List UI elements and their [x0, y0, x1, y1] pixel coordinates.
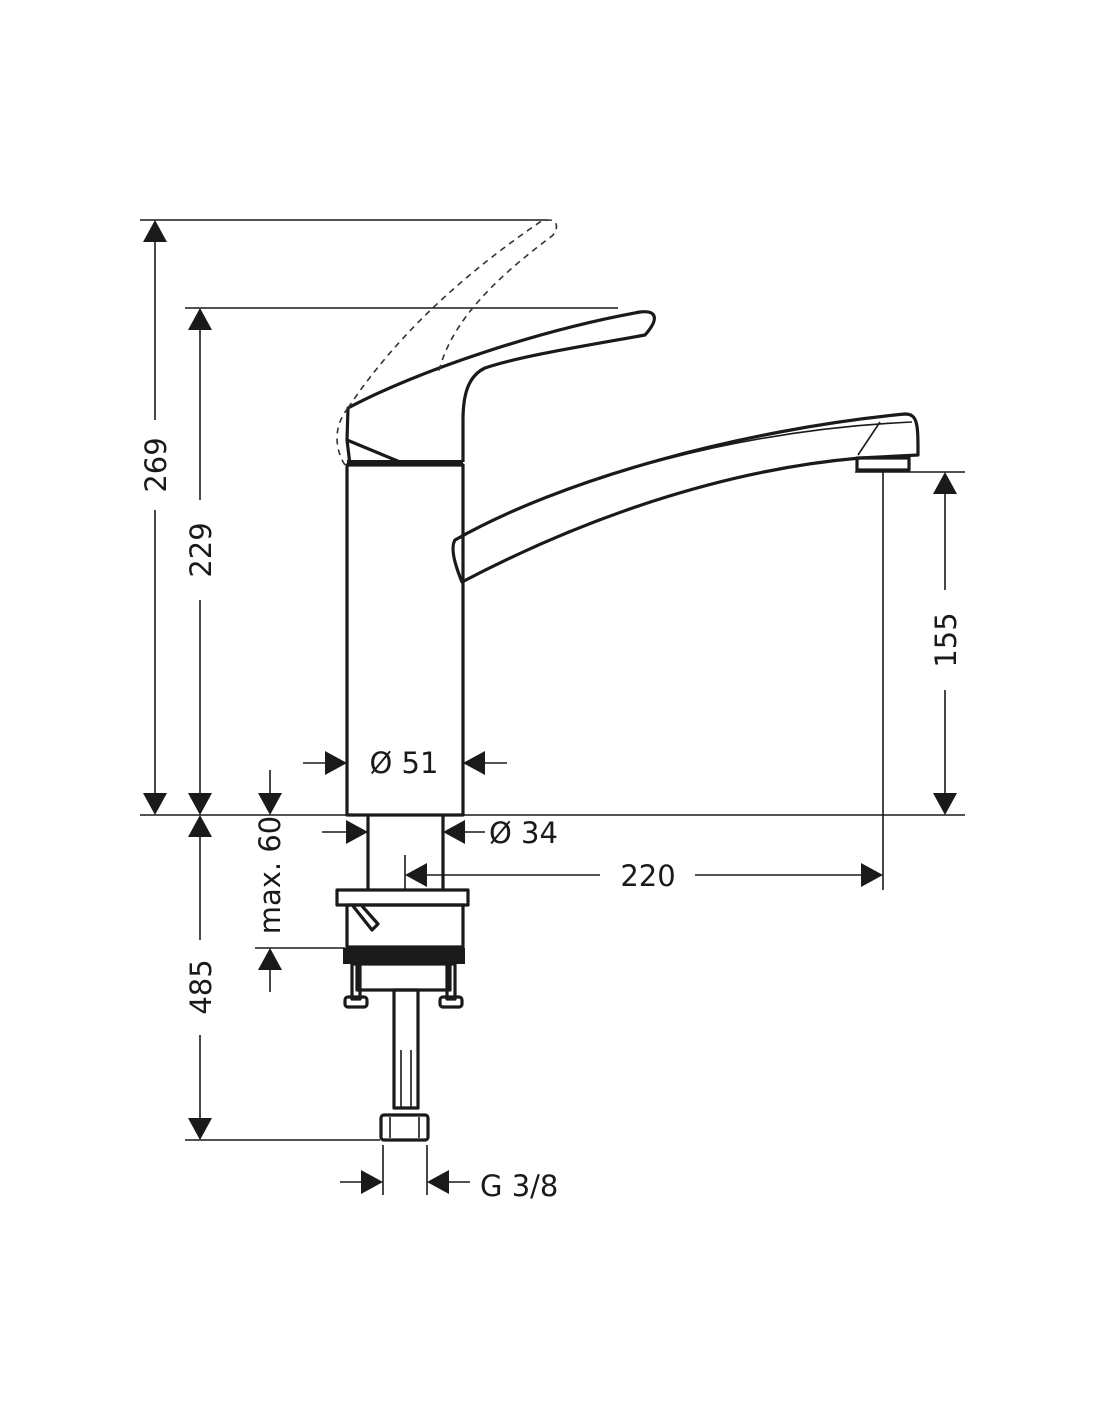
dim-label-d34: Ø 34	[489, 816, 558, 850]
lever-handle	[345, 310, 656, 466]
mounting-plate	[335, 888, 470, 907]
dim-label-220: 220	[620, 859, 675, 893]
lever-open-position	[336, 219, 558, 466]
dim-label-485: 485	[184, 959, 218, 1014]
dim-label-d51: Ø 51	[370, 746, 439, 780]
extension-lines	[140, 219, 965, 1195]
dimension-lines	[143, 220, 957, 1194]
dim-label-269: 269	[139, 437, 173, 492]
connection-nut	[379, 1113, 430, 1142]
dim-label-max-60: max. 60	[253, 816, 287, 935]
dim-label-g38: G 3/8	[480, 1169, 558, 1203]
nut-ring	[343, 948, 465, 964]
faucet-outline	[335, 219, 920, 1142]
aerator	[855, 456, 911, 472]
supply-hose	[392, 988, 420, 1110]
spout	[451, 412, 920, 584]
dim-label-155: 155	[929, 612, 963, 667]
dim-label-229: 229	[184, 522, 218, 577]
